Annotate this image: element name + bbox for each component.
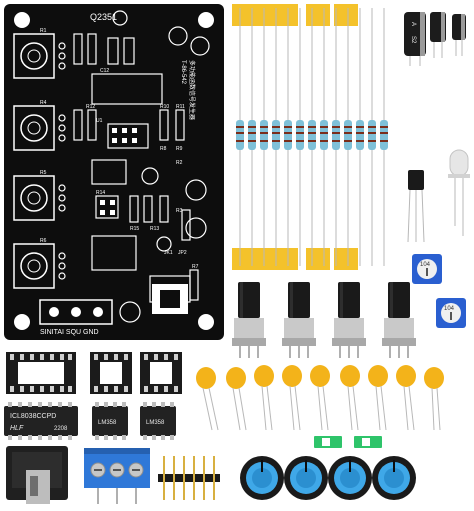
terminal-footprint [39, 299, 113, 325]
pcb-label: U1 [96, 118, 103, 124]
potentiometer-3 [332, 282, 366, 358]
pcb-title: 多功能函数信号发生器 [188, 60, 196, 120]
screw-terminal [84, 448, 150, 504]
ic-chips: ICL8038CCPD HLF 2208 LM358 LM358 [4, 402, 176, 440]
potentiometer-4 [382, 282, 416, 358]
pot-footprint-1 [13, 33, 55, 79]
pot-footprint-2 [13, 105, 55, 151]
pcb-label: JP2 [178, 250, 187, 256]
knob-4 [372, 456, 416, 500]
capacitor-medium [430, 12, 446, 58]
pcb-label: R13 [150, 226, 159, 232]
knob-1 [240, 456, 284, 500]
transistor [407, 170, 425, 243]
ic-socket-8pin-1 [90, 352, 132, 394]
led [448, 149, 470, 236]
pin-header [158, 456, 220, 500]
resistor-strip [232, 4, 388, 270]
terminal-label: SINITAI SQU GND [40, 329, 99, 336]
pcb-label: JK1 [164, 250, 173, 256]
chip-lm358-2: LM358 [140, 402, 176, 440]
ceramic-capacitors [196, 365, 444, 431]
pcb-label: R11 [176, 104, 185, 110]
pcb-label: C12 [100, 68, 109, 74]
pcb-board: Q2351 [4, 4, 224, 340]
capacitor-small [452, 14, 466, 56]
pcb-label: R14 [96, 190, 105, 196]
pcb-label: R12 [86, 104, 95, 110]
chip-logo: HLF [10, 425, 24, 432]
pcb-label: R7 [192, 264, 199, 270]
potentiometer-2 [282, 282, 316, 358]
chip-date-code: 2208 [54, 426, 68, 432]
chip-part-number: ICL8038CCPD [10, 413, 56, 420]
ic-sockets [6, 352, 182, 394]
pcb-label: R1 [40, 28, 47, 34]
potentiometer-1 [232, 282, 266, 358]
knob-3 [328, 456, 372, 500]
chip-part-number: LM358 [98, 420, 117, 426]
knobs [240, 456, 416, 500]
pcb-label: R6 [40, 238, 47, 244]
chip-icl8038: ICL8038CCPD HLF 2208 [4, 402, 78, 440]
pcb-subtitle: T-86-542 [180, 60, 186, 85]
ic-socket-8pin-2 [140, 352, 182, 394]
pcb-label: R2 [176, 160, 183, 166]
pot-footprint-4 [13, 243, 55, 289]
dc-jack-footprint [152, 284, 188, 314]
chip-lm358-1: LM358 [92, 402, 128, 440]
pcb-label: R5 [40, 170, 47, 176]
pcb-label: R3 [176, 208, 183, 214]
pcb-label: R8 [160, 146, 167, 152]
capacitor-label: S2 [410, 36, 416, 44]
dc-power-jack [6, 446, 68, 504]
pcb-label: R9 [176, 146, 183, 152]
trimmer-label: 104 [420, 262, 431, 268]
chip-part-number: LM358 [146, 420, 165, 426]
pcb-label: R15 [130, 226, 139, 232]
electrolytic-capacitors: A S2 [404, 12, 466, 66]
pcb-model-label: Q2351 [90, 12, 117, 22]
capacitor-mark: A [410, 22, 416, 26]
pot-footprint-3 [13, 175, 55, 221]
trimmer-label: 104 [444, 306, 455, 312]
ic-socket-14pin [6, 352, 76, 394]
potentiometers [232, 282, 416, 358]
pcb-label: R10 [160, 104, 169, 110]
jumper-connectors [314, 436, 382, 448]
capacitor-large: A S2 [404, 12, 426, 66]
pcb-label: R4 [40, 100, 47, 106]
knob-2 [284, 456, 328, 500]
trimmer-pot-1: 104 [412, 254, 442, 284]
trimmer-pot-2: 104 [436, 298, 466, 328]
